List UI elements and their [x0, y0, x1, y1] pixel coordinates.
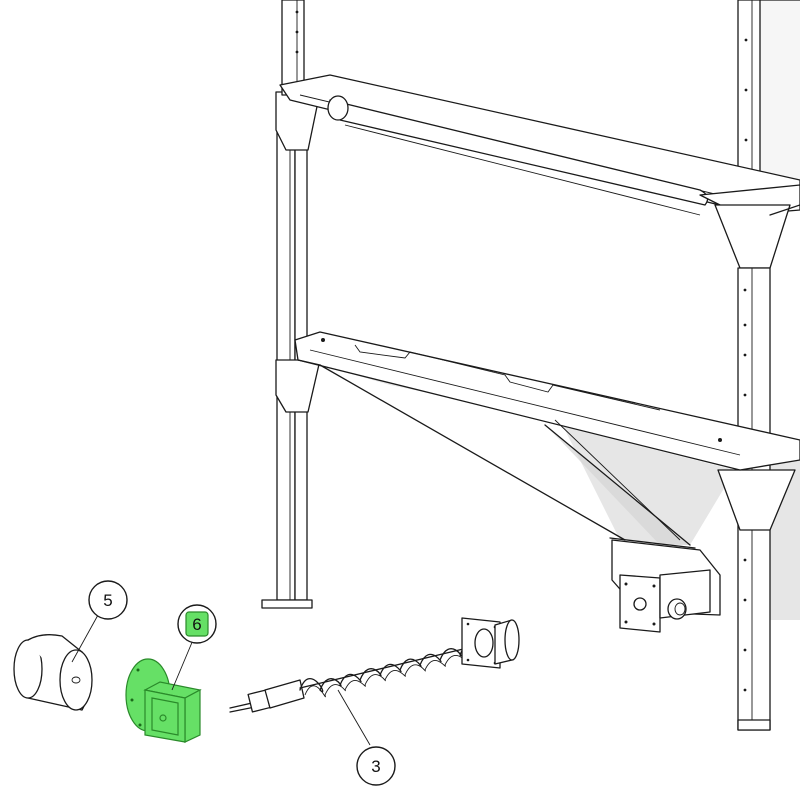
callout-6-label: 6	[192, 615, 201, 634]
right-front-leg	[714, 204, 800, 731]
left-front-leg	[261, 91, 321, 609]
callout-6-highlight	[185, 611, 209, 637]
callout-3: 3	[356, 746, 396, 786]
part-5-motor-cover	[13, 634, 93, 711]
hopper-upper-panel	[300, 0, 800, 200]
hopper-edges	[319, 364, 696, 549]
auger-outlet-housing	[611, 539, 721, 633]
part-3-auger-screw	[229, 617, 520, 713]
middle-frame-rail	[294, 331, 800, 471]
callout-3-label: 3	[371, 757, 380, 776]
right-upper-post	[737, 0, 800, 201]
leader-lines	[71, 614, 371, 746]
callout-5-label: 5	[103, 591, 112, 610]
part-6-gear-motor	[125, 658, 202, 743]
top-frame-rail	[279, 74, 800, 216]
callout-5: 5	[88, 580, 128, 620]
callout-6: 6	[177, 604, 217, 644]
